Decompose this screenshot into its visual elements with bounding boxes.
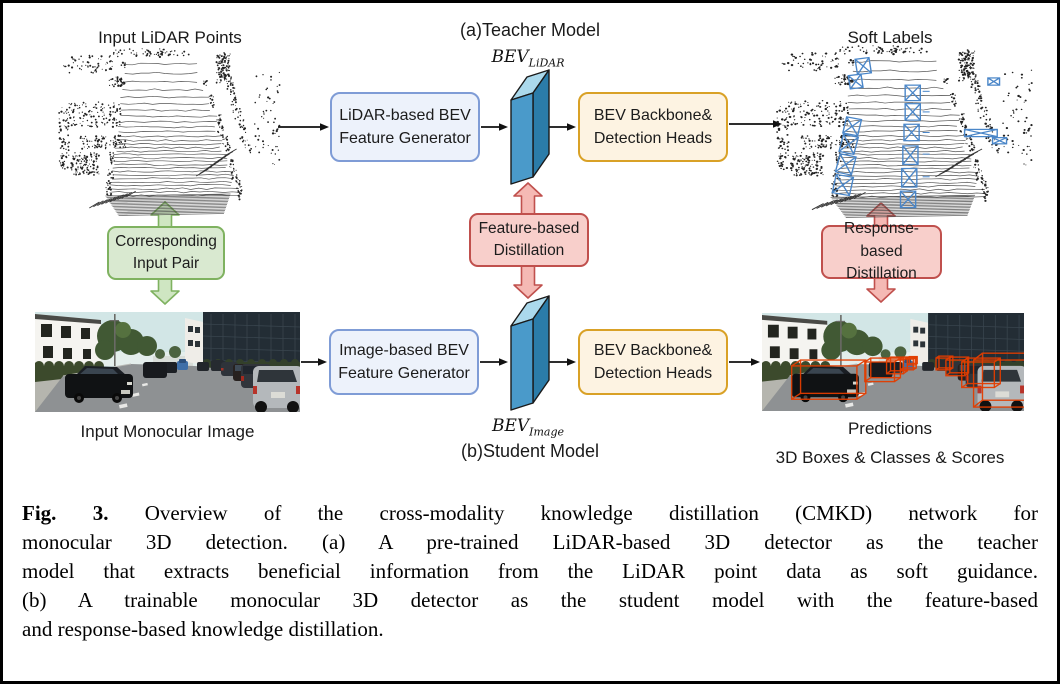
input-pair-line1: Corresponding (115, 232, 217, 250)
soft-labels-pointcloud-image (776, 45, 1033, 218)
input-monocular-image-label: Input Monocular Image (80, 422, 255, 441)
figure-caption: Fig. 3. Overview of the cross-modality k… (22, 499, 1038, 644)
caption-line-1: Fig. 3. Overview of the cross-modality k… (22, 499, 1038, 528)
response-distillation-line2: Distillation (846, 265, 917, 283)
teacher-backbone-box: BEV Backbone& Detection Heads (578, 92, 728, 162)
student-backbone-box: BEV Backbone& Detection Heads (578, 329, 728, 395)
input-monocular-photo (35, 312, 300, 412)
lidar-feature-generator-box: LiDAR-based BEV Feature Generator (330, 92, 480, 162)
response-distillation-line1: Response-based (844, 220, 919, 260)
feature-distillation-line2: Distillation (493, 242, 565, 259)
image-feature-generator-line2: Feature Generator (338, 365, 470, 382)
input-lidar-points-label: Input LiDAR Points (98, 28, 242, 47)
bev-image-subscript: Image (529, 425, 565, 439)
bev-lidar-subscript: LiDAR (528, 56, 565, 70)
feature-distillation-line1: Feature-based (478, 219, 580, 237)
caption-line-4: (b) A trainable monocular 3D detector as… (22, 588, 1038, 612)
student-backbone-line2: Detection Heads (593, 365, 713, 382)
image-feature-generator-box: Image-based BEV Feature Generator (329, 329, 479, 395)
caption-line-3: model that extracts beneficial informati… (22, 559, 1038, 583)
lidar-feature-generator-line2: Feature Generator (339, 130, 471, 147)
bev-image-base: BEV (491, 416, 530, 436)
bev-image-math-label: BEVImage (468, 416, 588, 438)
corresponding-input-pair-box: Corresponding Input Pair (107, 226, 225, 280)
bev-lidar-base: BEV (491, 47, 529, 67)
teacher-model-label: (a)Teacher Model (459, 20, 601, 40)
caption-line1-text: Overview of the cross-modality knowledge… (144, 501, 1038, 525)
lidar-feature-generator-line1: LiDAR-based BEV (339, 106, 471, 124)
bev-lidar-math-label: BEVLiDAR (468, 47, 588, 69)
student-model-label: (b)Student Model (460, 441, 600, 461)
predictions-line1: Predictions (847, 419, 933, 438)
predictions-photo (762, 313, 1024, 411)
caption-line-2: monocular 3D detection. (a) A pre-traine… (22, 530, 1038, 554)
teacher-backbone-line2: Detection Heads (593, 130, 713, 147)
caption-fig-tag: Fig. 3. (22, 501, 109, 525)
image-feature-generator-line1: Image-based BEV (339, 341, 469, 359)
feature-distillation-box: Feature-based Distillation (469, 213, 589, 267)
response-distillation-box: Response-based Distillation (821, 220, 942, 282)
soft-labels-label: Soft Labels (847, 28, 933, 47)
teacher-backbone-line1: BEV Backbone& (593, 106, 713, 124)
predictions-line2: 3D Boxes & Classes & Scores (775, 448, 1005, 467)
caption-line-5: and response-based knowledge distillatio… (22, 617, 384, 641)
input-lidar-pointcloud-image (58, 48, 281, 216)
predictions-label: Predictions 3D Boxes & Classes & Scores (740, 414, 1040, 472)
student-backbone-line1: BEV Backbone& (593, 341, 713, 359)
input-pair-line2: Input Pair (132, 255, 200, 272)
